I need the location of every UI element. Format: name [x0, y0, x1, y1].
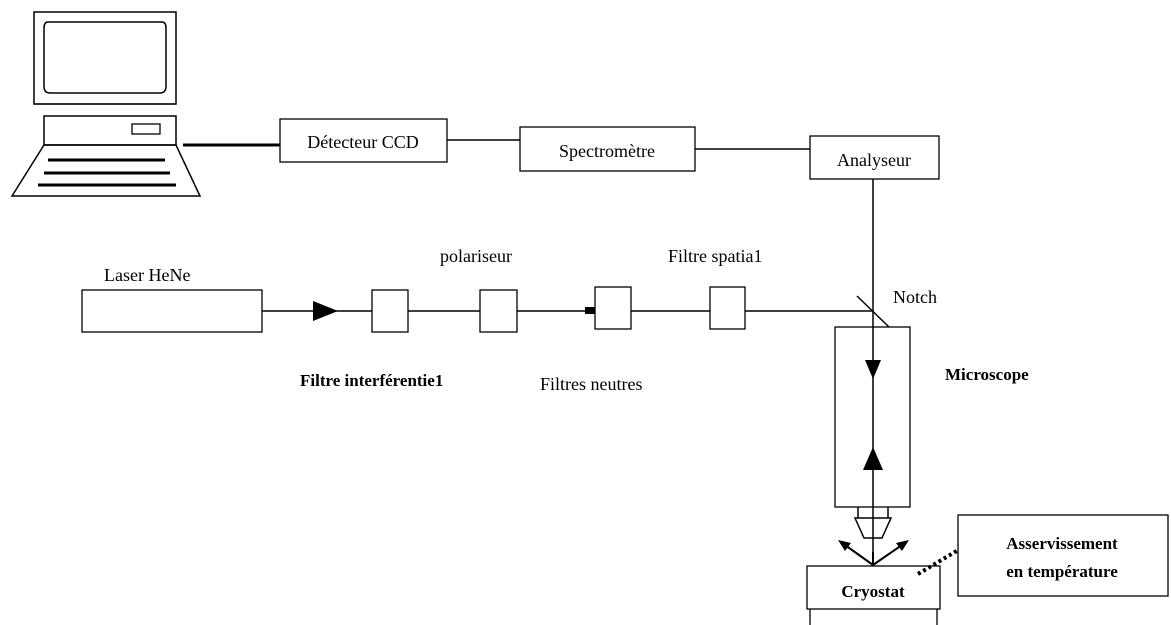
beam-arrow-icon: [313, 301, 338, 321]
temperature-control-label-1: Asservissement: [1006, 534, 1118, 553]
spatial-filter-label: Filtre spatia1: [668, 246, 762, 266]
spectrometer: Spectromètre: [519, 126, 696, 172]
laser-hene: Laser HeNe: [81, 265, 263, 333]
interference-filter-label: Filtre interférentie1: [300, 371, 443, 390]
analyzer-label: Analyseur: [837, 150, 911, 170]
neutral-filters-label: Filtres neutres: [540, 374, 642, 394]
analyzer: Analyseur: [809, 135, 940, 180]
microscope-label: Microscope: [945, 365, 1029, 384]
temperature-link: [916, 547, 962, 576]
signal-path-top: [183, 139, 810, 150]
temperature-control: Asservissement en température: [957, 514, 1169, 597]
scattered-light: [838, 540, 909, 566]
cryostat-label: Cryostat: [841, 582, 905, 601]
beam-down-arrow-icon: [865, 360, 881, 379]
spatial-filter-box: [709, 286, 746, 330]
ccd-detector-label: Détecteur CCD: [307, 132, 418, 152]
microscope: Microscope: [834, 311, 1029, 565]
scatter-right-arrow-icon: [896, 540, 909, 551]
cryostat: Cryostat: [806, 565, 941, 625]
polarizer-label: polariseur: [440, 246, 512, 266]
scatter-left-arrow-icon: [838, 540, 851, 551]
laser-beam: [262, 301, 873, 321]
neutral-filters-box: [594, 286, 632, 330]
temperature-control-label-2: en température: [1006, 562, 1118, 581]
notch-label: Notch: [893, 287, 937, 307]
laser-label: Laser HeNe: [104, 265, 190, 285]
notch-filter: Notch: [856, 287, 937, 328]
interference-filter-box: [371, 289, 409, 333]
spectrometer-label: Spectromètre: [559, 141, 655, 161]
polarizer-box: [479, 289, 518, 333]
beam-up-arrow-icon: [863, 447, 883, 470]
objective-lens: [853, 507, 893, 539]
computer-icon: [10, 11, 202, 197]
ccd-detector: Détecteur CCD: [279, 118, 448, 163]
